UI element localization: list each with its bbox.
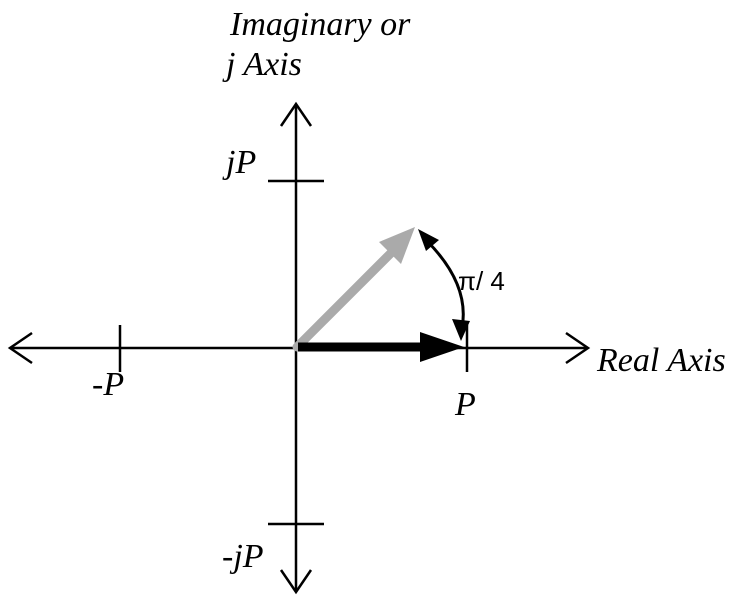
imaginary-axis-bottom-arrowhead bbox=[279, 569, 313, 595]
imaginary-axis-label-line2: j Axis bbox=[226, 46, 302, 83]
imaginary-axis-label-line1: Imaginary or bbox=[230, 6, 411, 43]
angle-arc bbox=[418, 229, 470, 341]
rotated-phasor-arrowhead bbox=[379, 227, 415, 264]
real-axis-left-arrowhead bbox=[7, 331, 33, 365]
real-axis-right-arrowhead bbox=[565, 331, 591, 365]
angle-arc-bottom-arrowhead bbox=[452, 319, 470, 341]
angle-arc-top-arrowhead bbox=[418, 229, 439, 251]
pos-real-tick-label: P bbox=[455, 386, 476, 423]
neg-imag-tick-label: -jP bbox=[222, 538, 264, 575]
angle-label: π/ 4 bbox=[458, 266, 505, 296]
real-axis-label: Real Axis bbox=[597, 342, 726, 379]
pos-imag-tick-label: jP bbox=[226, 144, 257, 181]
reference-phasor-arrowhead bbox=[420, 332, 464, 362]
rotated-phasor bbox=[292, 227, 415, 352]
imaginary-axis-top-arrowhead bbox=[279, 101, 313, 127]
neg-real-tick-label: -P bbox=[92, 366, 125, 403]
reference-phasor bbox=[298, 332, 464, 362]
